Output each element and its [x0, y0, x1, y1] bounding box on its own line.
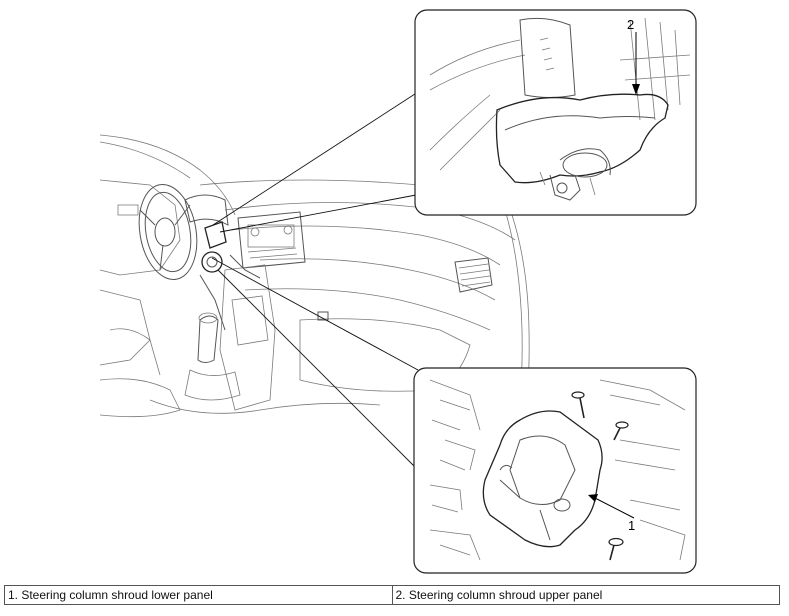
screw-right [613, 421, 629, 441]
callout-number-2: 2 [627, 17, 634, 32]
dashboard-overview-drawing [99, 134, 530, 421]
legend-item-1: 1. Steering column shroud lower panel [4, 585, 393, 605]
zoom-leader-lines [211, 91, 419, 469]
upper-panel-detail-inset [414, 9, 697, 216]
callout-number-1: 1 [628, 518, 635, 533]
lower-panel-detail-inset [413, 367, 697, 574]
legend-item-2: 2. Steering column shroud upper panel [391, 585, 780, 605]
screw-top [571, 391, 585, 419]
component-diagram: 2 1 [99, 9, 697, 574]
legend-row: 1. Steering column shroud lower panel 2.… [4, 585, 780, 605]
screw-bottom [608, 537, 624, 561]
parts-legend-table: 1. Steering column shroud lower panel 2.… [4, 585, 780, 605]
